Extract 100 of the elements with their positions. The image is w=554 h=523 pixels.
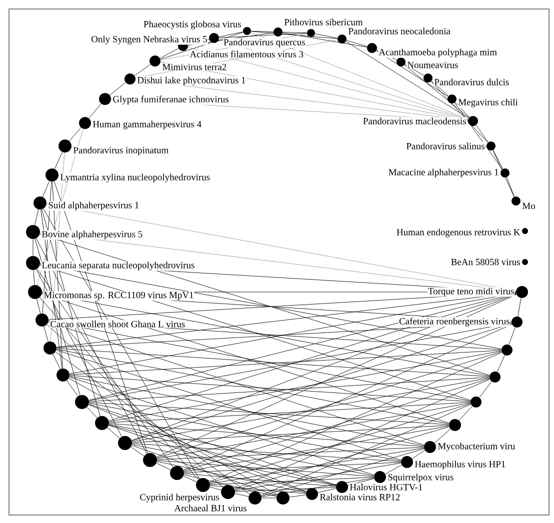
node-label: Human gammaherpesvirus 4	[92, 120, 202, 130]
node-label: Megavirus chili	[458, 98, 518, 108]
node-label: Human endogenous retrovirus K	[396, 228, 521, 238]
network-edge	[56, 349, 450, 424]
network-node-dot	[196, 478, 210, 492]
network-node-dot	[56, 368, 70, 382]
node-label: Pandoravirus salinus	[406, 142, 486, 150]
network-edge	[132, 444, 336, 486]
network-node-dot	[468, 116, 478, 126]
network-edge	[218, 32, 244, 38]
network-edge	[54, 152, 62, 170]
network-edge	[210, 485, 306, 494]
network-edge	[69, 375, 471, 402]
network-edge	[46, 204, 516, 292]
node-label: Pandoravirus macleodensis	[362, 117, 467, 125]
network-edge	[376, 50, 448, 97]
network-edge	[479, 381, 492, 398]
network-edge	[184, 462, 402, 473]
network-edge	[184, 473, 336, 487]
network-edge	[385, 464, 402, 474]
network-edge	[46, 324, 223, 488]
network-node-dot	[248, 492, 262, 504]
network-edge	[42, 180, 50, 198]
network-edge	[156, 402, 471, 459]
node-label: Cafeteria roenbergensis virus	[398, 317, 510, 327]
network-edge	[88, 104, 102, 118]
node-label: Pandoravirus inopinatum	[72, 146, 170, 156]
node-label: Only Syngen Nebraska virus 5	[90, 35, 208, 45]
network-node-dot	[243, 27, 251, 35]
network-node-dot	[79, 117, 91, 129]
network-edge	[88, 403, 402, 462]
network-edge	[234, 487, 336, 492]
node-label: Halovirus HGTV-1	[349, 483, 424, 491]
network-edge	[36, 298, 41, 314]
node-label: Haemophilus virus HP1	[414, 460, 506, 470]
network-node-dot	[502, 344, 512, 356]
network-node-dot	[26, 225, 40, 239]
node-label: Mycobacterium viru	[437, 442, 516, 452]
network-edge	[69, 376, 374, 476]
network-edge	[156, 351, 502, 458]
network-edge	[210, 403, 471, 484]
network-node-dot	[95, 416, 109, 430]
network-edge	[210, 486, 222, 490]
node-label: Glypta fumiferanae ichnovirus	[112, 95, 230, 105]
network-edge	[56, 350, 402, 460]
network-edge	[110, 82, 126, 96]
network-edge	[209, 352, 502, 482]
node-label: Pandoravirus neocaledonia	[348, 27, 451, 35]
network-edge	[108, 425, 306, 492]
network-edge	[56, 348, 490, 377]
network-node-dot	[34, 196, 46, 210]
network-edge	[156, 462, 171, 470]
network-node-dot	[150, 56, 160, 66]
network-edge	[404, 64, 470, 118]
network-edge	[52, 354, 60, 370]
network-edge	[88, 404, 336, 486]
network-node-dot	[512, 316, 522, 328]
node-label: Cyprinid herpesvirus	[139, 493, 220, 503]
node-label: Leucania separata nucleopolyhedrovirus	[41, 261, 196, 271]
network-edge	[48, 321, 471, 402]
network-edge	[36, 268, 174, 468]
node-label: Suid alphaherpesvirus 1	[48, 201, 140, 211]
node-label: Macacine alphaherpesvirus 1	[388, 168, 500, 178]
network-edge	[318, 488, 336, 493]
network-edge	[492, 150, 514, 197]
network-edge	[234, 462, 402, 492]
node-label: Pithovirus sibericum	[284, 18, 364, 26]
network-edge	[458, 406, 472, 421]
network-edge	[108, 424, 336, 486]
network-edge	[88, 293, 516, 400]
network-edge	[40, 264, 471, 401]
network-edge	[107, 427, 120, 438]
node-label: Squirrelpox virus	[387, 473, 454, 483]
node-label: Acanthamoeba polyphaga mim	[378, 48, 498, 58]
node-label: Noumeavirus	[406, 61, 459, 69]
network-edge	[88, 402, 450, 425]
network-edge	[314, 34, 338, 38]
network-edge	[184, 426, 450, 472]
network-node-dot	[170, 466, 184, 480]
network-edge	[218, 32, 308, 38]
network-edge	[132, 294, 516, 441]
network-node-dot	[401, 456, 413, 468]
node-label: Pandoravirus quercus	[223, 38, 306, 48]
network-node-dot	[75, 395, 89, 409]
network-edge	[69, 127, 82, 142]
network-edge	[234, 426, 450, 490]
network-node-dot	[143, 453, 157, 467]
network-edge	[430, 81, 488, 143]
network-edge	[183, 476, 197, 482]
network-edge	[86, 406, 98, 418]
node-label: Phaeocystis globosa virus	[143, 20, 242, 30]
node-label: Bovine alphaherpesvirus 5	[41, 230, 144, 240]
network-edge	[55, 352, 250, 494]
node-label: Ralstonia virus RP12	[319, 493, 401, 501]
node-label: Acidianus filamentous virus 3	[189, 50, 304, 58]
network-edge	[40, 234, 490, 376]
network-edge	[108, 294, 516, 422]
network-node-dot	[470, 396, 482, 408]
network-edge	[518, 298, 522, 317]
network-edge	[40, 264, 502, 350]
